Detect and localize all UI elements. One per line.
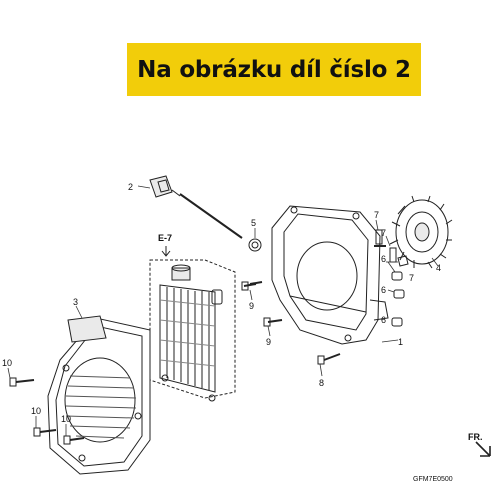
collar-parts bbox=[391, 271, 405, 327]
shroud-bolts bbox=[241, 281, 283, 327]
callout-10a: 10 bbox=[2, 358, 12, 368]
section-ref-arrow-icon bbox=[161, 246, 171, 257]
cover-bolts bbox=[9, 377, 85, 445]
fan-cover-part bbox=[47, 315, 151, 475]
callout-9b: 9 bbox=[266, 337, 271, 347]
callout-6a: 6 bbox=[381, 254, 386, 264]
front-direction-arrow-icon bbox=[475, 441, 491, 457]
callout-2: 2 bbox=[128, 182, 133, 192]
callout-6c: 6 bbox=[381, 315, 386, 325]
o-ring-part bbox=[248, 238, 262, 252]
callout-10b: 10 bbox=[31, 406, 41, 416]
callout-3: 3 bbox=[73, 297, 78, 307]
banner-text: Na obrázku díl číslo 2 bbox=[137, 56, 411, 83]
part-number-banner: Na obrázku díl číslo 2 bbox=[127, 43, 421, 96]
cooling-fan-part bbox=[389, 195, 453, 269]
callout-5: 5 bbox=[251, 218, 256, 228]
callout-9a: 9 bbox=[249, 301, 254, 311]
dipstick-part bbox=[149, 175, 243, 239]
fan-shroud-part bbox=[271, 205, 389, 345]
callout-7b: 7 bbox=[381, 228, 386, 238]
section-ref-label: E-7 bbox=[158, 233, 172, 243]
callout-7c: 7 bbox=[409, 273, 414, 283]
callout-labels: 2 5 7 7 7 4 9 9 6 6 6 1 8 3 10 10 10 E-7… bbox=[2, 182, 483, 483]
callout-7a: 7 bbox=[374, 210, 379, 220]
lower-bolt bbox=[317, 353, 341, 365]
callout-4: 4 bbox=[436, 263, 441, 273]
drawing-code: GFM7E0500 bbox=[413, 476, 453, 483]
callout-6b: 6 bbox=[381, 285, 386, 295]
callout-8: 8 bbox=[319, 378, 324, 388]
radiator-part bbox=[149, 259, 236, 402]
callout-1: 1 bbox=[398, 337, 403, 347]
direction-label: FR. bbox=[468, 432, 483, 442]
callout-10c: 10 bbox=[61, 414, 71, 424]
